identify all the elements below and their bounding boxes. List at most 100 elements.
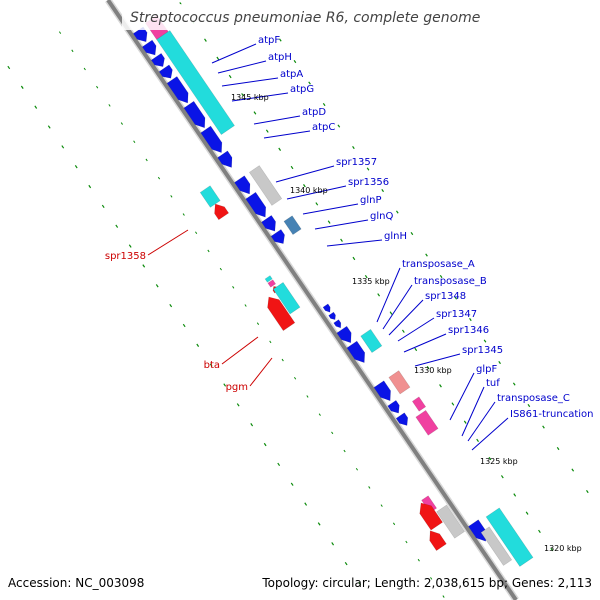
leader-line <box>471 417 509 451</box>
map-title: Streptococcus pneumoniae R6, complete ge… <box>130 10 480 26</box>
gc-dot <box>303 184 306 188</box>
gene-feature <box>395 412 409 426</box>
gene-feature <box>336 325 352 344</box>
gc-dot <box>306 395 309 398</box>
gene-label: atpH <box>268 52 292 63</box>
gene-shape <box>387 399 400 414</box>
gene-shape <box>267 296 296 332</box>
gene-shape <box>264 275 273 283</box>
topology-text: Topology: circular; Length: 2,038,615 bp… <box>262 576 592 590</box>
gc-dot <box>204 38 207 42</box>
gene-shape <box>199 185 221 208</box>
leader-line <box>403 333 447 353</box>
gc-dot <box>88 184 92 189</box>
gene-label: spr1357 <box>336 157 377 168</box>
gene-labels: atpFatpHatpAatpGatpDatpCspr1357spr1356gl… <box>105 35 594 420</box>
gc-dot <box>101 204 105 209</box>
gene-feature <box>267 296 296 332</box>
gene-feature <box>245 191 267 218</box>
gc-dot <box>430 577 433 580</box>
gene-feature <box>485 507 534 567</box>
gc-dot <box>322 102 326 107</box>
leader-line <box>147 229 189 256</box>
gene-feature <box>200 125 223 154</box>
gc-dot <box>96 85 99 89</box>
gene-shape <box>328 311 336 321</box>
gc-dot <box>182 213 185 216</box>
gc-dot <box>571 468 575 472</box>
gene-label: atpC <box>312 122 335 133</box>
gene-shape <box>141 39 157 56</box>
gc-dot <box>364 274 368 279</box>
gene-label: bta <box>204 360 220 371</box>
gc-dot <box>269 340 272 344</box>
gene-feature <box>141 39 157 56</box>
gene-label: pgm <box>226 382 248 393</box>
leader-line <box>275 165 335 183</box>
gc-dot <box>196 343 200 347</box>
gc-dot <box>223 383 227 387</box>
gc-dot <box>61 145 65 149</box>
gene-shape <box>346 340 366 364</box>
gc-dot <box>290 165 294 170</box>
gene-feature <box>234 175 251 195</box>
leader-line <box>382 284 413 330</box>
gc-dot <box>586 489 589 494</box>
gc-dot <box>34 105 38 109</box>
gc-dot <box>355 467 359 471</box>
gc-dot <box>525 511 529 515</box>
gene-shape <box>467 519 487 542</box>
gene-shape <box>360 328 383 354</box>
gc-dot <box>469 317 472 322</box>
gene-shape <box>261 214 276 232</box>
accession-text: Accession: NC_003098 <box>8 576 145 590</box>
gene-feature <box>411 396 427 412</box>
gc-dot <box>120 122 123 125</box>
gene-shape <box>248 165 283 206</box>
gc-dot <box>439 384 442 388</box>
gc-dot <box>278 147 282 151</box>
leader-line <box>397 317 435 342</box>
leader-line <box>221 77 279 87</box>
gene-feature <box>388 370 411 395</box>
gene-shape <box>395 412 409 426</box>
gc-dot <box>327 220 331 224</box>
gc-dot <box>380 504 383 507</box>
gene-shape <box>234 175 251 195</box>
gc-dot <box>128 244 132 248</box>
kbp-marker: 1345 kbp <box>231 93 269 102</box>
gc-dot <box>253 111 257 115</box>
gene-shape <box>156 30 235 136</box>
gene-feature <box>156 30 235 136</box>
gene-feature <box>429 530 447 552</box>
gene-feature <box>270 229 285 244</box>
gene-feature <box>283 215 302 236</box>
leader-line <box>314 219 369 230</box>
gc-dot <box>527 403 531 408</box>
gene-shape <box>333 319 342 329</box>
gc-dot <box>368 486 371 489</box>
gc-dot <box>318 413 321 416</box>
gc-dot <box>293 376 297 380</box>
gene-feature <box>150 52 165 67</box>
kbp-marker: 1330 kbp <box>414 366 452 375</box>
kbp-marker: 1320 kbp <box>544 544 582 553</box>
leader-line <box>302 203 359 215</box>
gene-label: spr1345 <box>462 345 503 356</box>
gc-dot <box>308 81 311 85</box>
gene-shape <box>245 191 267 218</box>
gene-label: transposase_B <box>414 276 487 287</box>
gc-dot <box>389 311 393 315</box>
gene-feature <box>267 279 277 288</box>
gene-feature <box>264 275 273 283</box>
gene-feature <box>272 281 301 315</box>
gene-label: spr1346 <box>448 325 489 336</box>
gc-dot <box>170 195 173 198</box>
gc-dot <box>145 158 148 162</box>
gc-dot <box>451 402 455 406</box>
gene-label: atpA <box>280 69 303 80</box>
gc-dot <box>219 267 222 271</box>
gc-dot <box>108 104 111 107</box>
gc-dot <box>343 449 346 453</box>
